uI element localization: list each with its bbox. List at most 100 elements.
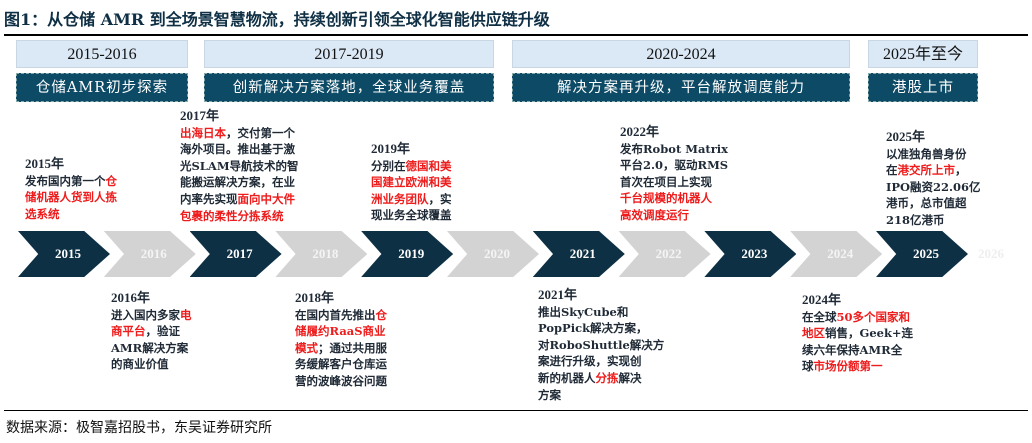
event-text: 218亿港币 — [886, 212, 945, 227]
event-text: 首次在项目上实现 — [620, 174, 712, 189]
event-text: 案进行升级，实现创 — [538, 354, 642, 369]
event-line: AMR解决方案 — [111, 340, 192, 357]
source-note: 数据来源：极智嘉招股书，东吴证券研究所 — [6, 420, 272, 436]
event-text: 务缓解客户仓库运 — [295, 357, 387, 372]
event-line: 储机器人货到人拣 — [25, 189, 117, 206]
event-line: 球市场份额第一 — [802, 358, 913, 375]
highlight-text: 面向中大件 — [237, 191, 296, 206]
highlight-text: 商平台 — [111, 324, 146, 339]
event-line: 光SLAM导航技术的智 — [180, 158, 299, 175]
timeline-arrow-2020: 2020 — [447, 231, 539, 277]
event-text: 在全球 — [802, 309, 837, 324]
highlight-text: 高效调度运行 — [620, 207, 689, 222]
event-line: 内率先实现面向中大件 — [180, 191, 299, 208]
timeline-arrow-2015: 2015 — [18, 231, 110, 277]
timeline-arrow-2023: 2023 — [704, 231, 797, 277]
event-line: IPO融资22.06亿 — [886, 179, 981, 196]
event-line: 发布国内第一个仓 — [25, 173, 117, 190]
event-line: PopPick解决方案， — [538, 320, 664, 337]
event-line: 地区销售，Geek+连 — [802, 325, 913, 342]
event-text: 球 — [802, 359, 814, 374]
highlight-text: 市场份额第一 — [813, 359, 883, 374]
event-text: 销售，Geek+连 — [825, 326, 914, 341]
event-text: 发布国内第一个 — [25, 173, 106, 188]
event-line: 务缓解客户仓库运 — [295, 356, 387, 373]
event-year: 2025年 — [886, 129, 926, 144]
event-line: 新的机器人分拣解决 — [538, 370, 664, 387]
event-text: 光SLAM导航技术的智 — [180, 158, 299, 173]
event-text: PopPick解决方案， — [538, 321, 648, 336]
event-text: ，实 — [428, 191, 452, 206]
phase-theme: 仓储AMR初步探索 — [16, 73, 188, 102]
event-line: 包裹的柔性分拣系统 — [180, 208, 299, 225]
highlight-text: 选系统 — [25, 206, 60, 221]
phase-period: 2017-2019 — [204, 40, 494, 68]
event-line: 营的波峰波谷问题 — [295, 373, 387, 390]
divider — [4, 410, 1028, 411]
highlight-text: 港交所上市 — [897, 163, 956, 178]
event-2019年: 2019年分别在德国和美国建立欧洲和美洲业务团队，实现业务全球覆盖 — [371, 141, 452, 224]
event-2017年: 2017年出海日本，交付第一个海外项目。推出基于激光SLAM导航技术的智能搬运解… — [180, 108, 299, 224]
event-text: 发布Robot Matrix — [620, 141, 729, 156]
highlight-text: 包裹的柔性分拣系统 — [180, 208, 284, 223]
event-line: 海外项目。推出基于激 — [180, 141, 299, 158]
event-year: 2016年 — [111, 290, 151, 305]
highlight-text: 德国和美 — [405, 158, 452, 173]
timeline-arrow-2022: 2022 — [618, 231, 711, 277]
event-text: 进入国内多家 — [111, 307, 180, 322]
event-line: 在全球50多个国家和 — [802, 309, 913, 326]
event-text: 平台2.0，驱动RMS — [620, 158, 729, 173]
highlight-text: 出海日本 — [180, 125, 226, 140]
highlight-text: 分拣 — [595, 370, 619, 385]
event-year: 2021年 — [538, 287, 578, 302]
event-year: 2017年 — [180, 108, 220, 123]
timeline-arrow-2025: 2025 — [876, 231, 968, 277]
highlight-text: 仓 — [105, 173, 118, 188]
event-text: 在 — [886, 163, 898, 178]
timeline-arrow-2021: 2021 — [532, 231, 625, 277]
event-year: 2022年 — [620, 124, 660, 139]
event-year: 2019年 — [371, 141, 411, 156]
event-text: 内率先实现 — [180, 191, 238, 206]
event-text: 营的波峰波谷问题 — [295, 373, 387, 388]
event-line: 进入国内多家电 — [111, 307, 192, 324]
divider — [4, 34, 1028, 36]
event-text: ，验证 — [145, 324, 181, 339]
highlight-text: 仓 — [375, 307, 388, 322]
event-line: 能搬运解决方案，在业 — [180, 174, 299, 191]
event-line: 商平台，验证 — [111, 323, 192, 340]
event-line: 对RoboShuttle解决方 — [538, 337, 664, 354]
event-text: 推出SkyCube和 — [538, 304, 629, 319]
event-2018年: 2018年在国内首先推出仓储履约RaaS商业模式；通过共用服务缓解客户仓库运营的… — [295, 290, 387, 390]
event-text: 方案 — [538, 387, 561, 402]
event-line: 国建立欧洲和美 — [371, 174, 452, 191]
event-line: 以准独角兽身份 — [886, 146, 981, 163]
event-text: 对RoboShuttle解决方 — [538, 337, 665, 352]
event-text: 以准独角兽身份 — [886, 146, 967, 161]
event-line: 港币，总市值超 — [886, 195, 981, 212]
event-text: ；通过共用服 — [318, 340, 387, 355]
event-line: 推出SkyCube和 — [538, 304, 664, 321]
highlight-text: 50多个国家和 — [836, 309, 911, 324]
phase-period: 2015-2016 — [16, 40, 188, 68]
timeline-arrow-2017: 2017 — [189, 231, 282, 277]
event-text: 现业务全球覆盖 — [371, 208, 452, 223]
event-text: AMR解决方案 — [111, 340, 189, 355]
event-text: 的商业价值 — [111, 357, 169, 372]
event-text: 港币，总市值超 — [886, 196, 967, 211]
event-line: 首次在项目上实现 — [620, 174, 728, 191]
event-text: 解决 — [618, 370, 642, 385]
highlight-text: 储履约RaaS商业 — [295, 324, 386, 339]
timeline-arrow-2024: 2024 — [790, 231, 883, 277]
phase-theme: 解决方案再升级，平台解放调度能力 — [512, 73, 850, 102]
event-text: ， — [955, 163, 967, 178]
event-text: 在国内首先推出 — [295, 307, 376, 322]
event-line: 发布Robot Matrix — [620, 141, 728, 158]
event-line: 出海日本，交付第一个 — [180, 125, 299, 142]
event-line: 储履约RaaS商业 — [295, 323, 387, 340]
event-text: 海外项目。推出基于激 — [180, 142, 295, 157]
event-text: 能搬运解决方案，在业 — [180, 175, 295, 190]
highlight-text: 储机器人货到人拣 — [25, 190, 117, 205]
event-2021年: 2021年推出SkyCube和 PopPick解决方案，对RoboShuttle解… — [538, 287, 664, 403]
